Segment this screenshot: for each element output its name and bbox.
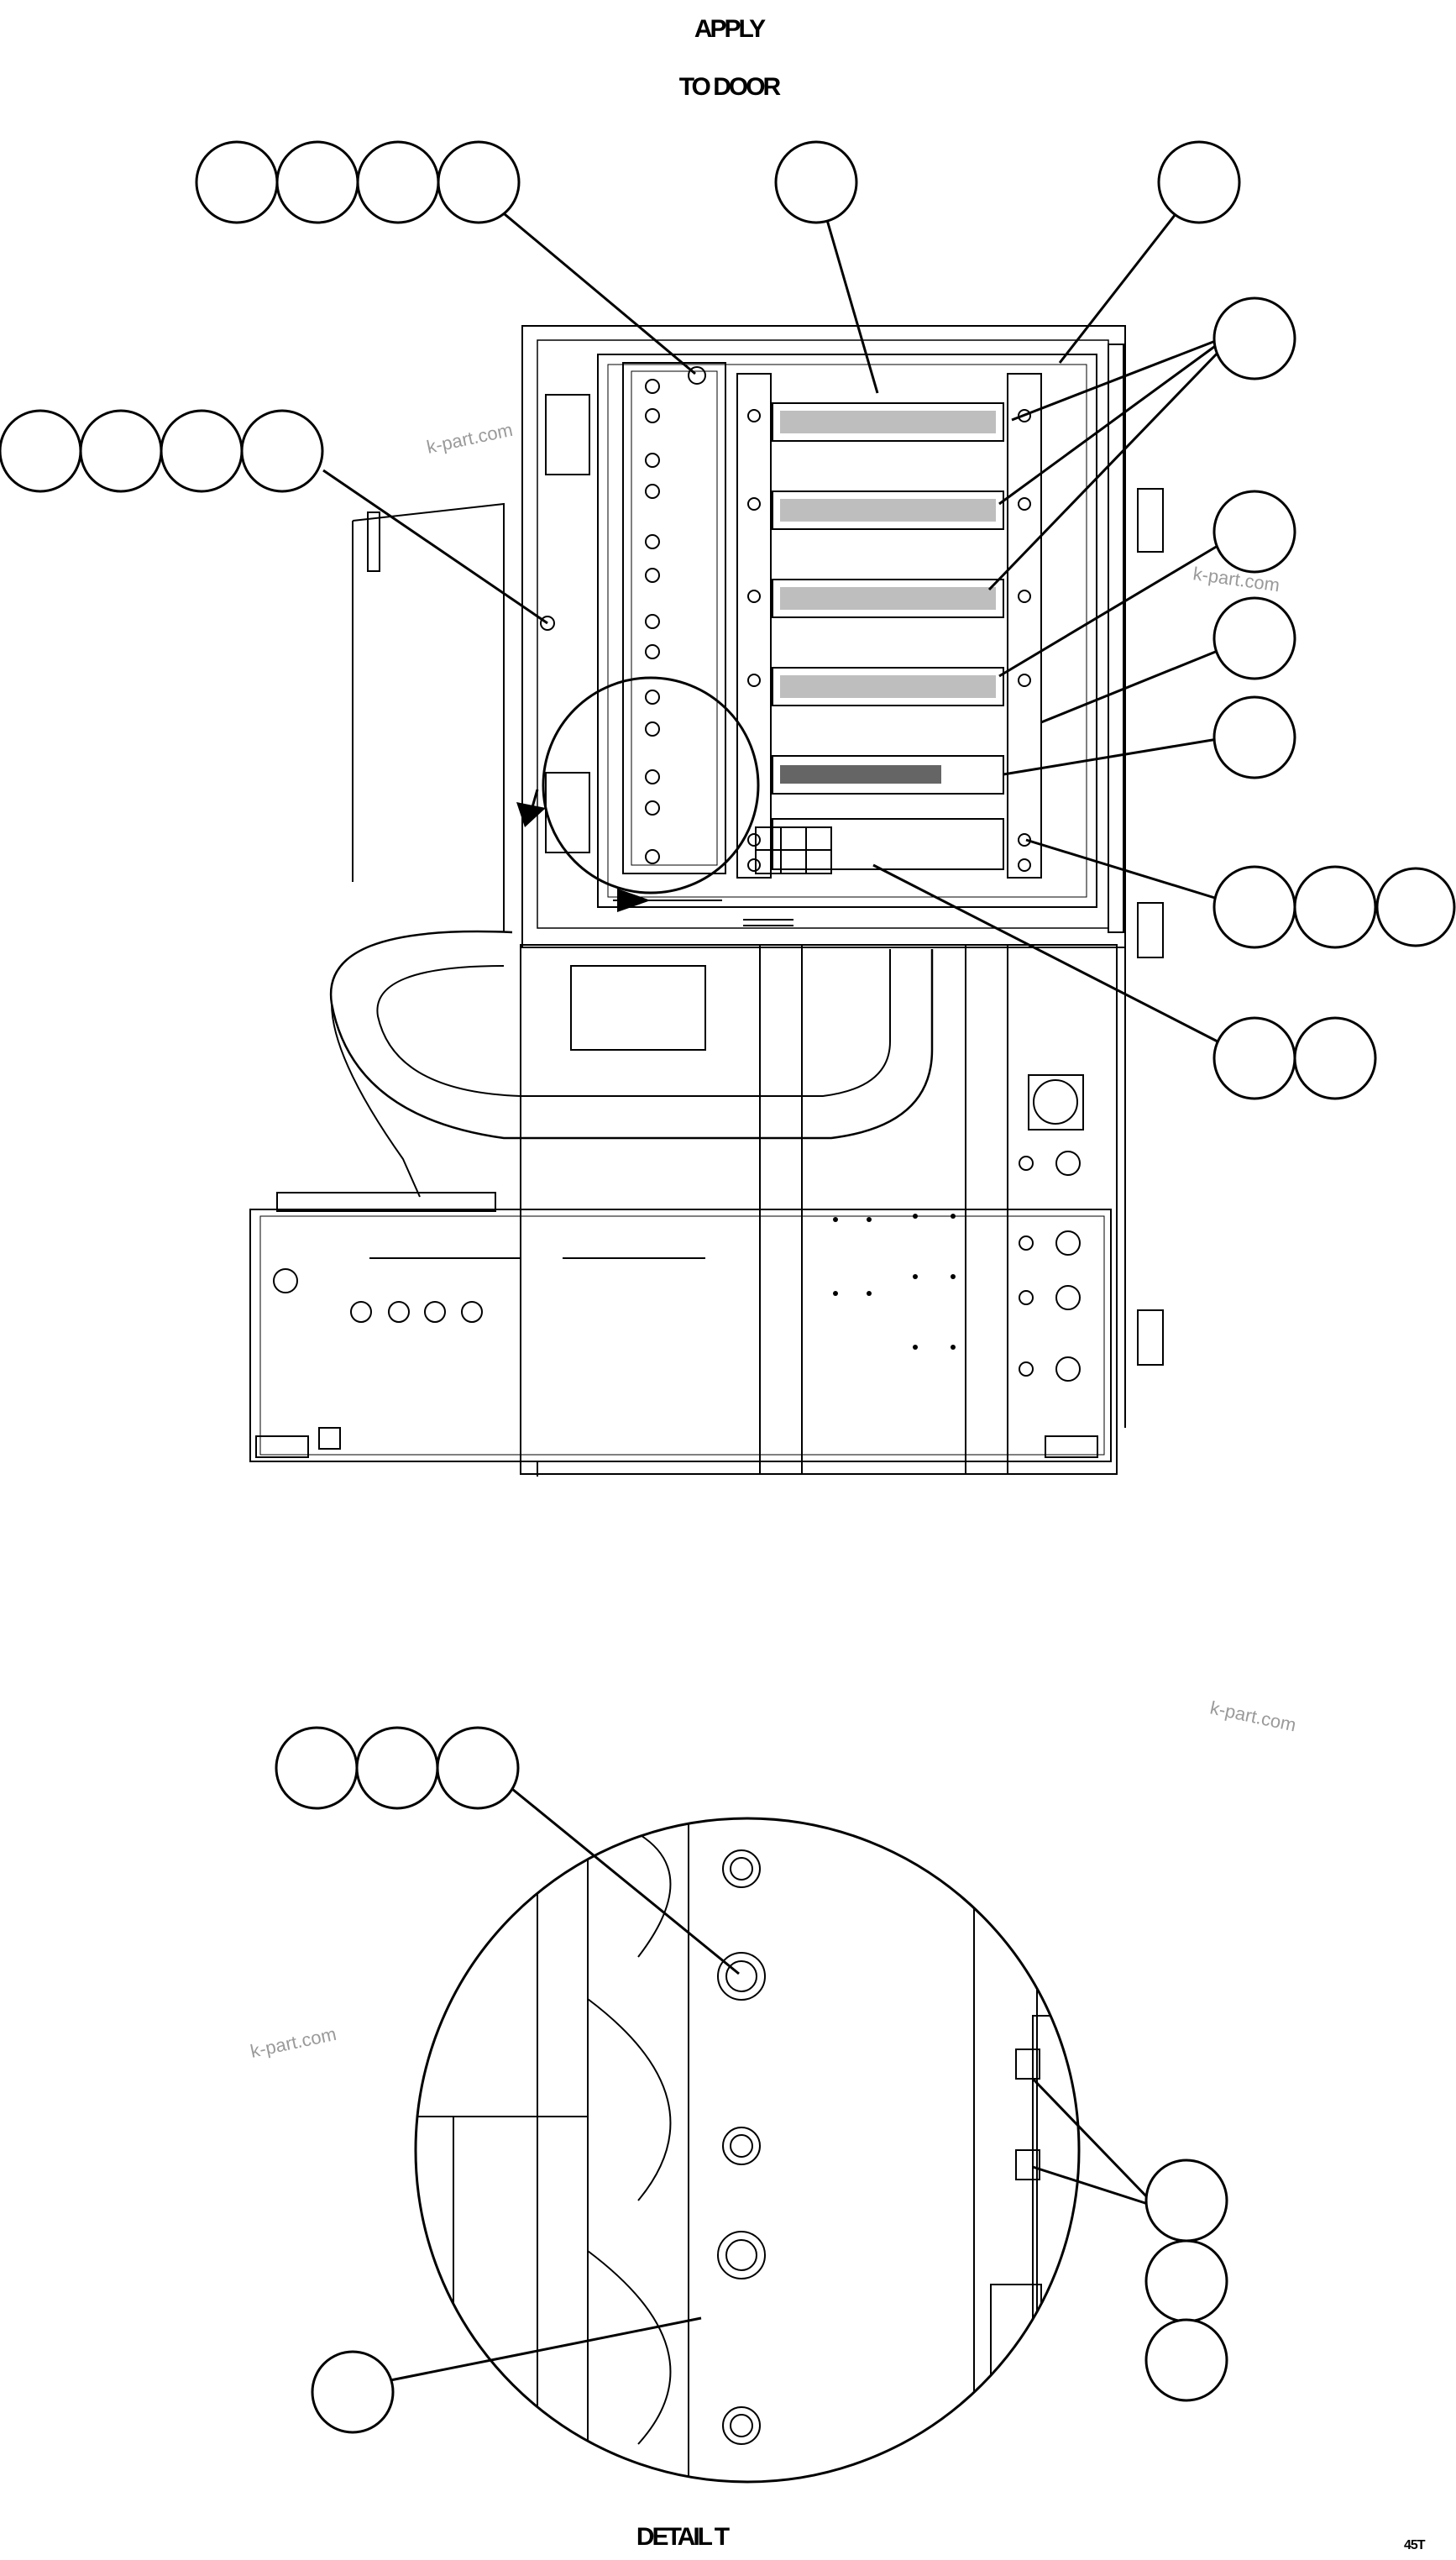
detail-t-view bbox=[414, 1817, 1081, 2484]
callout-bubble bbox=[1144, 2318, 1228, 2402]
callout-bubble bbox=[275, 140, 359, 224]
detail-bolts bbox=[1015, 2049, 1040, 2180]
callout-bubble bbox=[356, 140, 440, 224]
callout-bubble bbox=[275, 1726, 359, 1810]
callout-bubble bbox=[1293, 1016, 1377, 1100]
callout-bubble bbox=[79, 409, 163, 493]
callout-bubble bbox=[0, 409, 82, 493]
callout-bubble bbox=[1157, 140, 1241, 224]
callout-bubble bbox=[1212, 296, 1296, 380]
callout-bubble bbox=[1144, 2159, 1228, 2243]
callout-bubble bbox=[1293, 865, 1377, 949]
card-cage bbox=[597, 354, 1097, 908]
callout-bubble bbox=[1144, 2239, 1228, 2323]
air-duct bbox=[329, 930, 934, 1140]
callout-bubble bbox=[437, 140, 521, 224]
connector-column bbox=[645, 366, 706, 864]
callout-bubble bbox=[240, 409, 324, 493]
cabinet-assembly bbox=[249, 325, 1164, 1477]
lower-box bbox=[249, 1209, 1112, 1462]
apply-label: APPLY bbox=[694, 15, 766, 43]
to-door-label: TO DOOR bbox=[679, 73, 782, 101]
callout-bubble bbox=[436, 1726, 520, 1810]
callout-bubble bbox=[1212, 490, 1296, 574]
watermark: k-part.com bbox=[1208, 1697, 1298, 1735]
port-row bbox=[350, 1301, 483, 1323]
callout-bubble bbox=[355, 1726, 439, 1810]
connector-panel bbox=[622, 362, 726, 874]
drawing-code: 45T bbox=[1404, 2538, 1426, 2552]
callout-bubble bbox=[1212, 1016, 1296, 1100]
callout-bubble bbox=[1212, 695, 1296, 779]
detail-connectors bbox=[717, 1849, 766, 2445]
callout-bubble bbox=[1212, 596, 1296, 680]
callout-bubble bbox=[1212, 865, 1296, 949]
callout-bubble bbox=[1375, 867, 1456, 947]
callout-bubble bbox=[160, 409, 244, 493]
callouts-top bbox=[0, 140, 1456, 1100]
detail-t-marker bbox=[542, 676, 760, 894]
callout-bubble bbox=[195, 140, 279, 224]
watermark: k-part.com bbox=[425, 419, 515, 458]
callout-bubble bbox=[311, 2350, 395, 2434]
callouts-detail bbox=[275, 1726, 1228, 2434]
callout-bubble bbox=[774, 140, 858, 224]
watermark: k-part.com bbox=[249, 2023, 338, 2062]
detail-label: DETAIL T bbox=[636, 2523, 730, 2551]
card-slots bbox=[772, 402, 1004, 870]
rail-screws bbox=[747, 409, 1031, 872]
